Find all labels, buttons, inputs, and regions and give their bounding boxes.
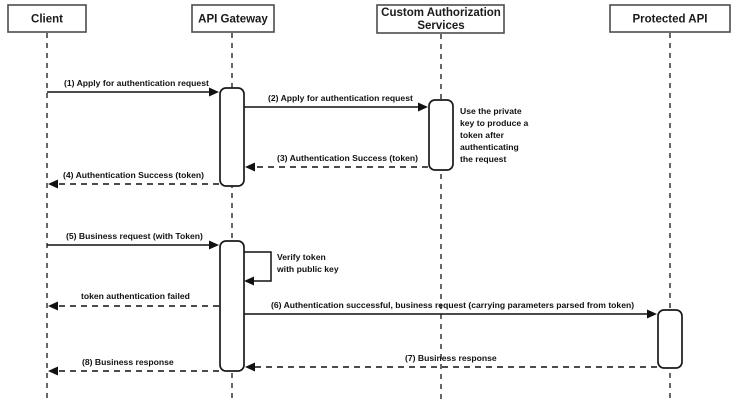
activation-bar-protected-1[interactable] [657, 309, 683, 369]
message-2-arrowhead [418, 102, 428, 112]
self-message-verify-token-path [244, 251, 272, 282]
participant-box-gateway[interactable] [191, 4, 275, 33]
message-8-arrowhead [48, 366, 58, 376]
participant-label-authsvc-line2: Services [417, 20, 464, 32]
self-message-verify-token-label-line1: Verify token [277, 252, 326, 262]
message-token-failed-arrowhead [48, 301, 58, 311]
participant-label-protected: Protected API [633, 14, 708, 26]
message-token-failed-label: token authentication failed [81, 291, 190, 301]
participant-protected[interactable]: Protected API [609, 4, 731, 33]
message-5-arrowhead [209, 240, 219, 250]
message-4[interactable]: (4) Authentication Success (token) [48, 170, 219, 189]
participant-box-protected[interactable] [609, 4, 731, 33]
notes-layer: Use the private key to produce a token a… [460, 106, 529, 164]
self-message-verify-token-arrowhead [244, 276, 254, 286]
activation-bar-gateway-1[interactable] [219, 87, 245, 187]
message-token-authentication-failed[interactable]: token authentication failed [48, 291, 219, 311]
messages-layer: (1) Apply for authentication request (2)… [47, 78, 657, 376]
participant-label-client: Client [31, 14, 63, 26]
participant-client[interactable]: Client [7, 4, 87, 33]
activation-bar-gateway-2[interactable] [219, 240, 245, 372]
activations-layer [219, 87, 683, 372]
message-8-label: (8) Business response [82, 357, 174, 367]
message-1-label: (1) Apply for authentication request [64, 78, 209, 88]
participant-gateway[interactable]: API Gateway [191, 4, 275, 33]
activation-bar-authsvc-1[interactable] [428, 99, 454, 171]
message-1[interactable]: (1) Apply for authentication request [47, 78, 219, 97]
self-message-verify-token[interactable]: Verify token with public key [244, 251, 339, 286]
message-3-label: (3) Authentication Success (token) [277, 153, 418, 163]
participant-authsvc[interactable]: Custom Authorization Services [376, 4, 505, 34]
self-message-verify-token-label-line2: with public key [276, 264, 339, 274]
message-7[interactable]: (7) Business response [245, 353, 657, 372]
participants-layer: Client API Gateway Custom Authorization … [7, 4, 731, 34]
participant-box-authsvc[interactable] [376, 4, 505, 34]
message-4-arrowhead [48, 179, 58, 189]
message-6-arrowhead [647, 309, 657, 319]
note-private-key-line5: the request [460, 154, 506, 164]
message-5-label: (5) Business request (with Token) [66, 231, 203, 241]
note-private-key-line3: token after [460, 130, 505, 140]
participant-label-gateway: API Gateway [198, 14, 268, 26]
message-7-label: (7) Business response [405, 353, 497, 363]
message-2-label: (2) Apply for authentication request [268, 93, 413, 103]
message-6[interactable]: (6) Authentication successful, business … [244, 300, 657, 319]
message-8[interactable]: (8) Business response [48, 357, 219, 376]
message-3[interactable]: (3) Authentication Success (token) [245, 153, 428, 172]
message-7-arrowhead [245, 362, 255, 372]
message-4-label: (4) Authentication Success (token) [63, 170, 204, 180]
participant-label-authsvc-line1: Custom Authorization [381, 7, 501, 19]
message-3-arrowhead [245, 162, 255, 172]
note-private-key-line1: Use the private [460, 106, 522, 116]
participant-box-client[interactable] [7, 4, 87, 33]
message-1-arrowhead [209, 87, 219, 97]
message-5[interactable]: (5) Business request (with Token) [47, 231, 219, 250]
note-private-key-line2: key to produce a [460, 118, 529, 128]
message-6-label: (6) Authentication successful, business … [271, 300, 634, 310]
note-private-key: Use the private key to produce a token a… [460, 106, 529, 164]
note-private-key-line4: authenticating [460, 142, 519, 152]
message-2[interactable]: (2) Apply for authentication request [244, 93, 428, 112]
